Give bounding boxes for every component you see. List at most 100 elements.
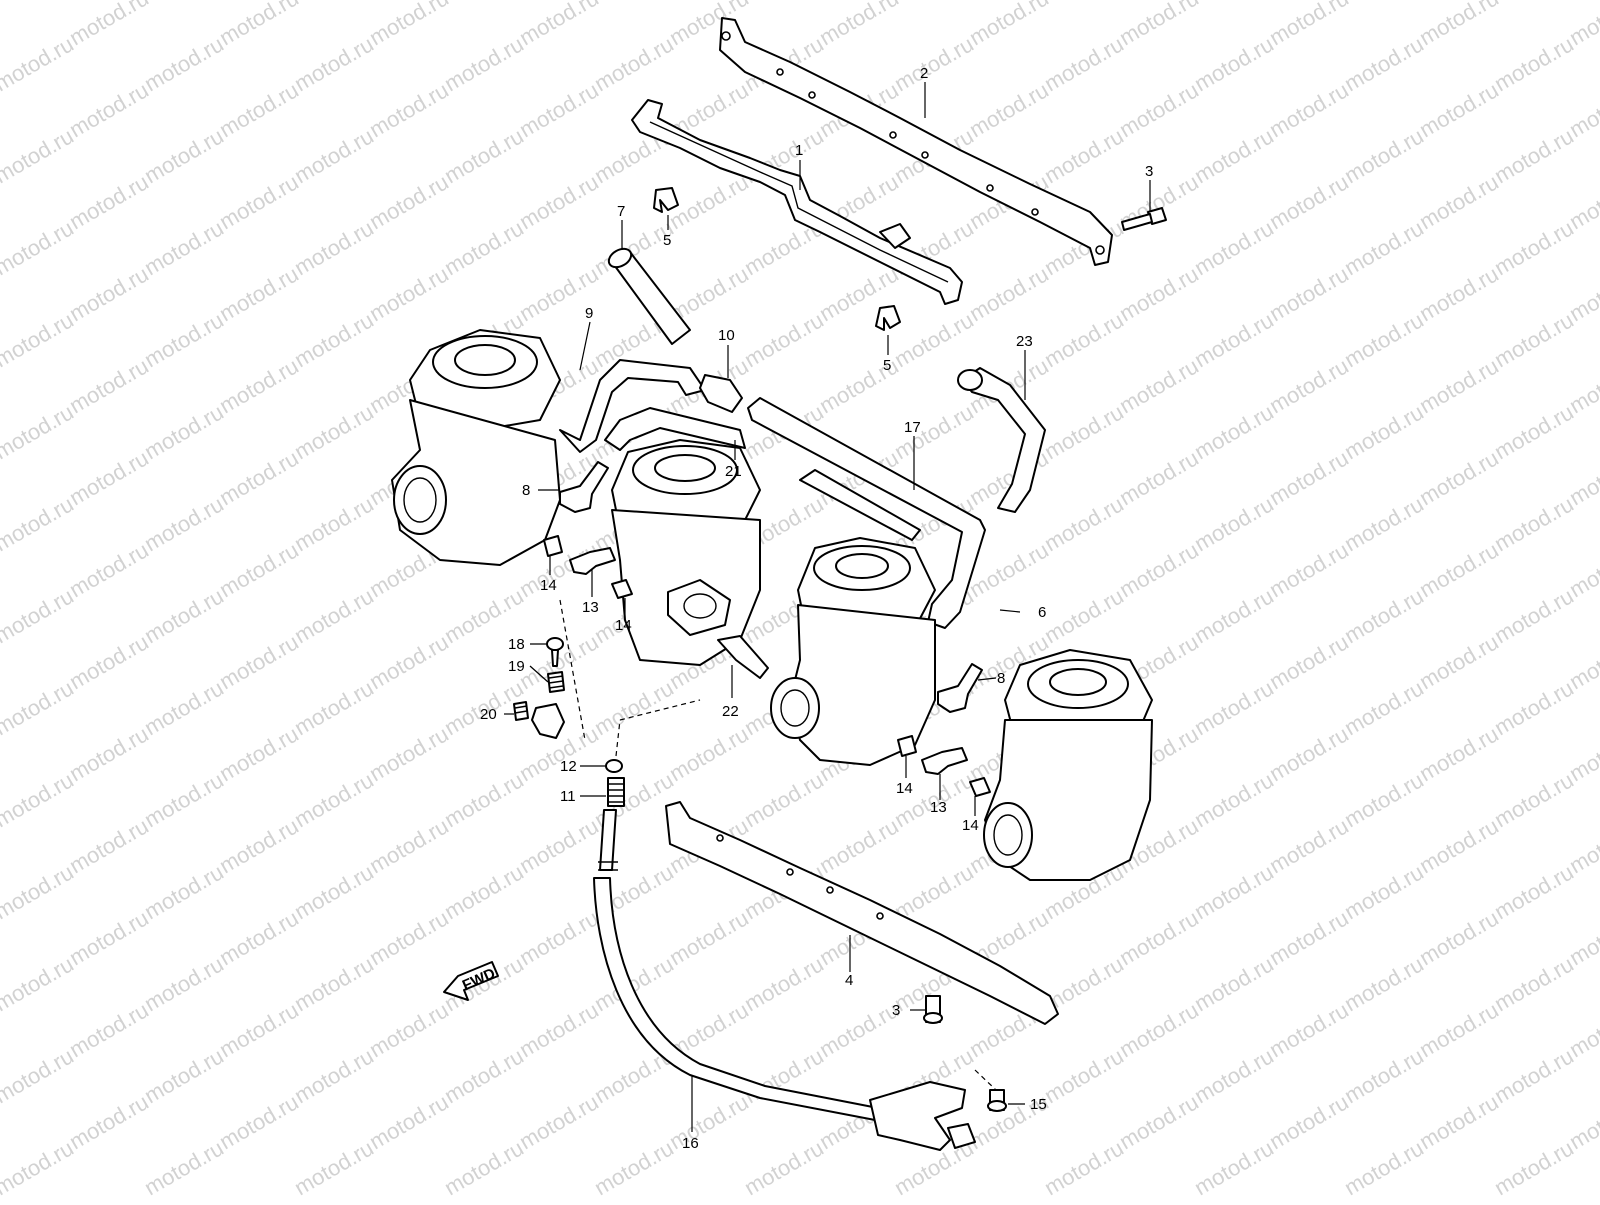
watermark-text: motod.ru [1190, 215, 1278, 280]
part-label-14-d: 14 [962, 817, 979, 834]
watermark-text: motod.ru [1340, 859, 1428, 924]
nipple-group-left [543, 535, 769, 679]
watermark-text: motod.ru [1190, 1135, 1278, 1200]
watermark-text: motod.ru [290, 215, 378, 280]
part-label-8-right: 8 [997, 670, 1005, 687]
part-label-20: 20 [480, 706, 497, 723]
watermark-text: motod.ru [515, 77, 603, 142]
watermark-text: motod.ru [65, 353, 153, 418]
watermark-text: motod.ru [215, 1089, 303, 1154]
watermark-text: motod.ru [0, 0, 78, 4]
part-label-4: 4 [845, 972, 853, 989]
watermark-text: motod.ru [140, 675, 228, 740]
watermark-text: motod.ru [215, 445, 303, 510]
watermark-text: motod.ru [590, 675, 678, 740]
watermark-text: motod.ru [1265, 629, 1353, 694]
fitting-part-8-left [559, 461, 609, 513]
watermark-text: motod.ru [1040, 491, 1128, 556]
watermark-text: motod.ru [290, 307, 378, 372]
fuel-hose-part-17 [747, 397, 986, 629]
watermark-text: motod.ru [140, 1043, 228, 1108]
watermark-text: motod.ru [1340, 491, 1428, 556]
part-label-6: 6 [1038, 604, 1046, 621]
watermark-text: motod.ru [1490, 1043, 1578, 1108]
watermark-text: motod.ru [1340, 0, 1428, 4]
throttle-cable-part-16 [593, 809, 976, 1151]
watermark-text: motod.ru [0, 1135, 78, 1200]
watermark-text: motod.ru [1415, 537, 1503, 602]
part-label-12: 12 [560, 758, 577, 775]
watermark-text: motod.ru [215, 169, 303, 234]
watermark-text: motod.ru [1415, 1089, 1503, 1154]
upper-bracket-part [719, 17, 1113, 266]
screw-part-15 [987, 1089, 1007, 1112]
washer-part-12 [605, 759, 623, 773]
watermark-text: motod.ru [1190, 31, 1278, 96]
watermark-text: motod.ru [65, 905, 153, 970]
watermark-text: motod.ru [740, 951, 828, 1016]
clip-part-upper [653, 187, 679, 213]
watermark-text: motod.ru [1490, 1135, 1578, 1200]
watermark-text: motod.ru [1490, 31, 1578, 96]
watermark-text: motod.ru [1190, 307, 1278, 372]
watermark-text: motod.ru [1340, 31, 1428, 96]
watermark-text: motod.ru [590, 0, 678, 4]
watermark-text: motod.ru [1265, 261, 1353, 326]
watermark-text: motod.ru [290, 0, 378, 4]
watermark-text: motod.ru [140, 399, 228, 464]
watermark-text: motod.ru [1115, 997, 1203, 1062]
watermark-text: motod.ru [1190, 123, 1278, 188]
watermark-text: motod.ru [365, 1089, 453, 1154]
watermark-text: motod.ru [290, 1043, 378, 1108]
watermark-text: motod.ru [1490, 675, 1578, 740]
watermark-text: motod.ru [440, 215, 528, 280]
watermark-text: motod.ru [1040, 399, 1128, 464]
screw-part-upper [1121, 207, 1167, 231]
watermark-text: motod.ru [1190, 675, 1278, 740]
watermark-text: motod.ru [1490, 583, 1578, 648]
watermark-text: motod.ru [140, 767, 228, 832]
watermark-text: motod.ru [365, 997, 453, 1062]
watermark-text: motod.ru [965, 0, 1053, 50]
watermark-text: motod.ru [740, 1135, 828, 1200]
watermark-text: motod.ru [1490, 307, 1578, 372]
watermark-text: motod.ru [665, 1089, 753, 1154]
watermark-text: motod.ru [290, 491, 378, 556]
carburetor-body-3 [770, 537, 936, 766]
watermark-text: motod.ru [1115, 0, 1203, 50]
watermark-text: motod.ru [1415, 261, 1503, 326]
carburetor-body-4 [983, 649, 1153, 881]
part-label-10: 10 [718, 327, 735, 344]
watermark-text: motod.ru [290, 123, 378, 188]
watermark-text: motod.ru [1415, 813, 1503, 878]
watermark-text: motod.ru [65, 997, 153, 1062]
watermark-text: motod.ru [440, 1135, 528, 1200]
watermark-text: motod.ru [815, 813, 903, 878]
fuel-hose-part-21 [604, 407, 746, 451]
carburetor-body-2 [611, 439, 761, 666]
part-label-3-upper: 3 [1145, 163, 1153, 180]
watermark-text: motod.ru [1040, 583, 1128, 648]
watermark-text: motod.ru [515, 169, 603, 234]
watermark-text: motod.ru [1490, 767, 1578, 832]
watermark-text: motod.ru [365, 721, 453, 786]
watermark-text: motod.ru [0, 1043, 78, 1108]
watermark-text: motod.ru [1490, 491, 1578, 556]
watermark-text: motod.ru [215, 261, 303, 326]
watermark-text: motod.ru [215, 997, 303, 1062]
watermark-text: motod.ru [1340, 123, 1428, 188]
watermark-text: motod.ru [215, 77, 303, 142]
watermark-text: motod.ru [65, 261, 153, 326]
watermark-text: motod.ru [365, 813, 453, 878]
watermark-text: motod.ru [0, 859, 78, 924]
watermark-text: motod.ru [140, 491, 228, 556]
part-label-1: 1 [795, 142, 803, 159]
watermark-text: motod.ru [1265, 997, 1353, 1062]
watermark-text: motod.ru [215, 905, 303, 970]
watermark-text: motod.ru [215, 721, 303, 786]
watermark-text: motod.ru [440, 767, 528, 832]
watermark-text: motod.ru [140, 31, 228, 96]
watermark-text: motod.ru [0, 307, 78, 372]
watermark-text: motod.ru [215, 353, 303, 418]
watermark-text: motod.ru [440, 859, 528, 924]
